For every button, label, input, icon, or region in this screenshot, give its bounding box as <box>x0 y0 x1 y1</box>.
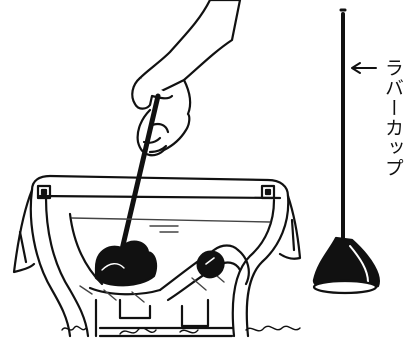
sleeve <box>140 0 240 96</box>
plunger-cup-opening <box>314 281 376 293</box>
cloth-draped-over-bowl <box>14 190 300 272</box>
clog-in-trapway <box>198 252 224 278</box>
toilet-bowl-cross-section <box>31 176 288 336</box>
wrist-cuff <box>184 80 190 114</box>
plunger-cup-in-use <box>96 242 156 286</box>
plunger-label: ラバーカップ <box>377 58 403 178</box>
label-arrow <box>352 63 376 73</box>
standalone-plunger <box>314 10 379 293</box>
